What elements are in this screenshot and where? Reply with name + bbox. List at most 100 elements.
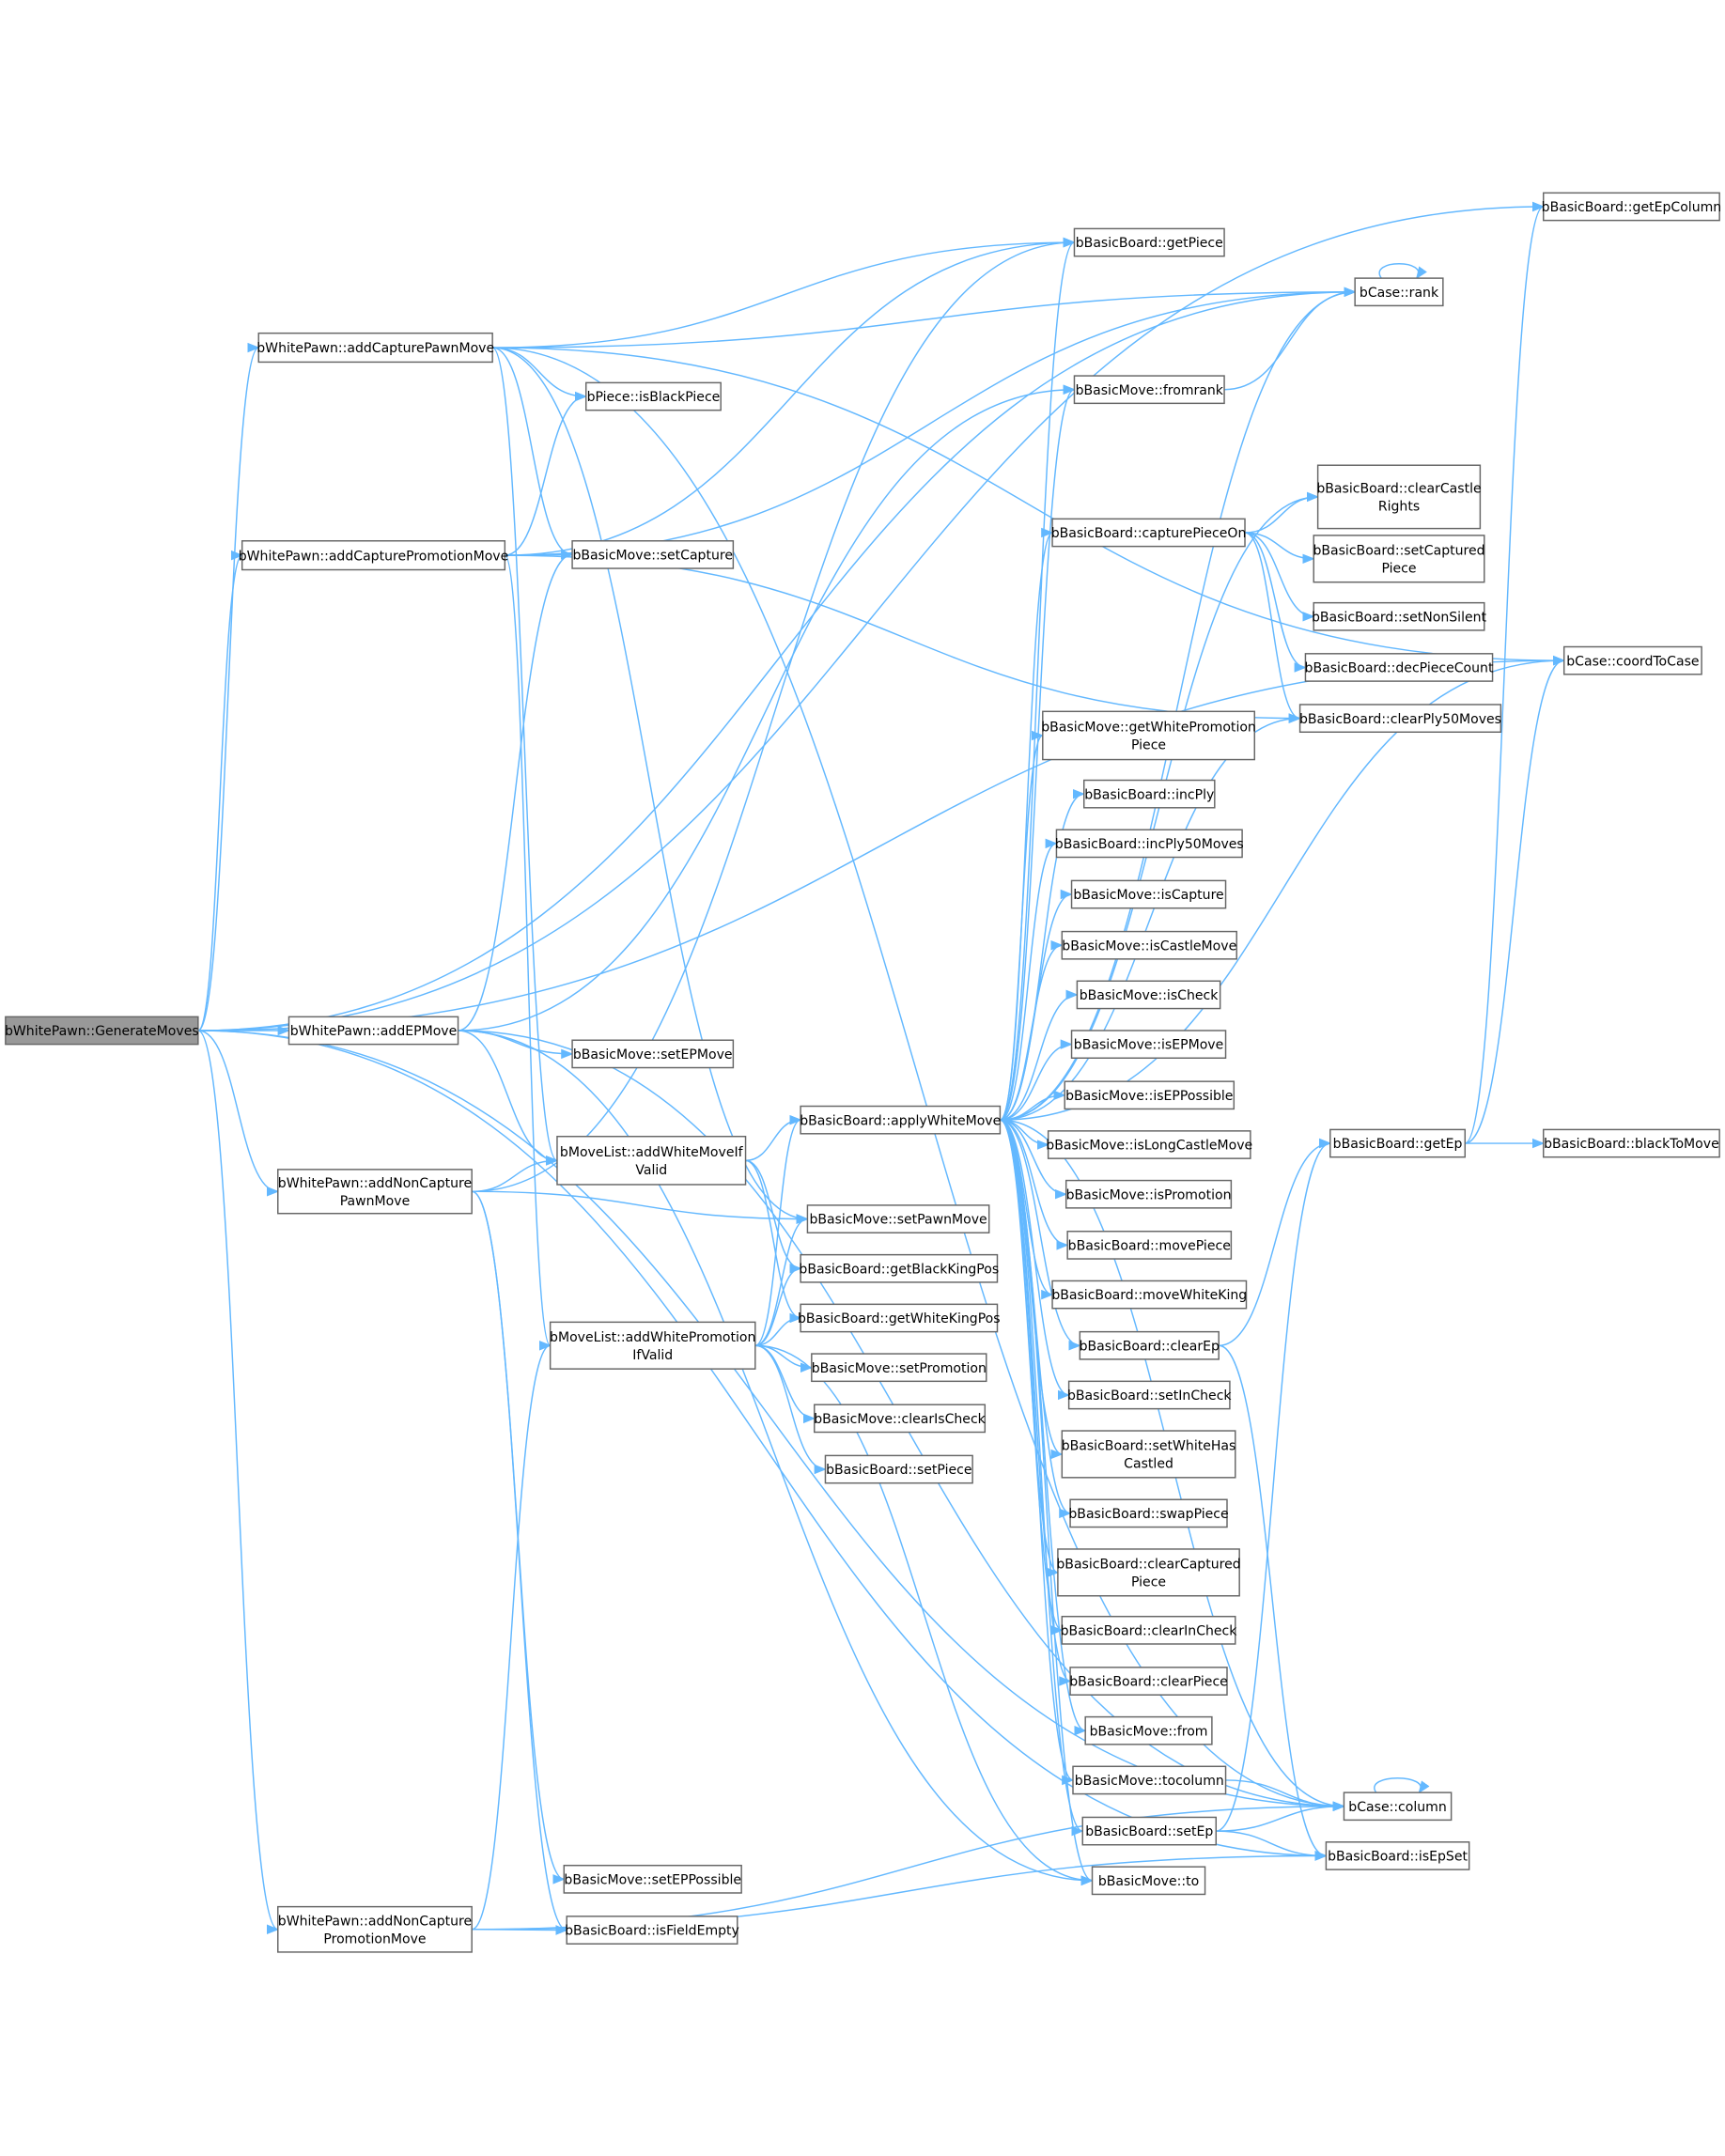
node-label: bBasicBoard::clearInCheck — [1061, 1623, 1238, 1638]
node-incPly50[interactable]: bBasicBoard::incPly50Moves — [1055, 829, 1244, 859]
edge-column-to-column — [1374, 1777, 1430, 1794]
node-tocolumn[interactable]: bBasicMove::tocolumn — [1072, 1765, 1227, 1795]
node-label: bBasicBoard::setNonSilent — [1312, 610, 1487, 625]
edge-gen-to-ancpm — [197, 1030, 280, 1197]
edge-gen-to-rank — [197, 287, 1357, 1031]
edge-acpm-to-column — [492, 347, 1345, 1811]
edge-apply-to-incPly50 — [1000, 838, 1058, 1121]
node-box — [571, 540, 735, 569]
node-moveWhiteKing[interactable]: bBasicBoard::moveWhiteKing — [1051, 1280, 1248, 1310]
node-fromrank[interactable]: bBasicMove::fromrank — [1073, 375, 1225, 405]
node-label: bBasicBoard::capturePieceOn — [1051, 526, 1247, 541]
node-label: Piece — [1381, 561, 1416, 576]
edge-ancpm-to-isFieldEmpty — [471, 1190, 568, 1935]
node-box — [1091, 1866, 1206, 1896]
node-box — [1042, 710, 1256, 761]
node-gen[interactable]: bWhitePawn::GenerateMoves — [5, 1016, 199, 1046]
node-clearEp[interactable]: bBasicBoard::clearEp — [1079, 1330, 1220, 1360]
edge-acpm-to-getPiece — [492, 237, 1076, 349]
node-box — [277, 1905, 473, 1953]
node-setPromotion[interactable]: bBasicMove::setPromotion — [811, 1353, 987, 1383]
node-box — [566, 1916, 738, 1945]
node-isFieldEmpty[interactable]: bBasicBoard::isFieldEmpty — [565, 1916, 739, 1945]
node-label: bWhitePawn::addNonCapture — [278, 1176, 472, 1191]
node-setCapture[interactable]: bBasicMove::setCapture — [571, 540, 735, 569]
node-isCastleMove[interactable]: bBasicMove::isCastleMove — [1061, 930, 1237, 960]
node-isEPMove[interactable]: bBasicMove::isEPMove — [1070, 1030, 1227, 1060]
node-box — [1313, 535, 1485, 583]
node-label: bBasicBoard::blackToMove — [1544, 1137, 1719, 1152]
edge-gen-to-acpm — [197, 343, 260, 1031]
node-clearInCheck[interactable]: bBasicBoard::clearInCheck — [1061, 1615, 1238, 1645]
node-capturePieceOn[interactable]: bBasicBoard::capturePieceOn — [1051, 518, 1247, 548]
node-label: IfValid — [632, 1348, 673, 1363]
node-from[interactable]: bBasicMove::from — [1084, 1715, 1213, 1745]
node-apply[interactable]: bBasicBoard::applyWhiteMove — [800, 1105, 1001, 1135]
node-coordToCase[interactable]: bCase::coordToCase — [1562, 645, 1702, 675]
node-label: bBasicBoard::applyWhiteMove — [800, 1113, 1001, 1128]
node-isCheck[interactable]: bBasicMove::isCheck — [1076, 980, 1221, 1010]
node-clearPiece[interactable]: bBasicBoard::clearPiece — [1069, 1667, 1228, 1696]
node-to[interactable]: bBasicMove::to — [1091, 1866, 1206, 1896]
node-acpm[interactable]: bWhitePawn::addCapturePawnMove — [256, 332, 494, 364]
node-column[interactable]: bCase::column — [1343, 1791, 1453, 1822]
edge-apply-to-isEPMove — [1000, 1039, 1073, 1121]
node-swapPiece[interactable]: bBasicBoard::swapPiece — [1068, 1498, 1229, 1528]
node-getPiece[interactable]: bBasicBoard::getPiece — [1073, 227, 1225, 257]
node-label: bBasicBoard::setWhiteHas — [1062, 1439, 1236, 1454]
node-getEpColumn[interactable]: bBasicBoard::getEpColumn — [1542, 192, 1722, 222]
node-isPromotion[interactable]: bBasicMove::isPromotion — [1065, 1179, 1233, 1209]
node-setEp[interactable]: bBasicBoard::setEp — [1081, 1816, 1218, 1846]
node-incPly[interactable]: bBasicBoard::incPly — [1082, 779, 1216, 809]
edge-gen-to-acprm — [197, 551, 244, 1031]
node-decPieceCount[interactable]: bBasicBoard::decPieceCount — [1304, 653, 1494, 682]
node-setNonSilent[interactable]: bBasicBoard::setNonSilent — [1312, 601, 1487, 631]
node-getBKP[interactable]: bBasicBoard::getBlackKingPos — [799, 1253, 999, 1283]
node-isCapture[interactable]: bBasicMove::isCapture — [1070, 879, 1227, 909]
node-label: bBasicBoard::setEp — [1085, 1824, 1213, 1839]
node-clearIsCheck[interactable]: bBasicMove::clearIsCheck — [814, 1404, 987, 1434]
edge-apply-to-fromrank — [1000, 384, 1076, 1121]
node-label: bWhitePawn::addEPMove — [290, 1024, 458, 1039]
edge-capturePieceOn-to-decPieceCount — [1244, 532, 1307, 673]
node-getWKP[interactable]: bBasicBoard::getWhiteKingPos — [798, 1303, 1001, 1333]
node-aep[interactable]: bWhitePawn::addEPMove — [288, 1016, 459, 1046]
node-label: Piece — [1131, 1574, 1166, 1590]
node-label: bBasicBoard::clearPiece — [1069, 1675, 1228, 1690]
node-rank[interactable]: bCase::rank — [1354, 277, 1444, 307]
node-isEPPossible[interactable]: bBasicMove::isEPPossible — [1064, 1080, 1235, 1110]
node-isEpSet[interactable]: bBasicBoard::isEpSet — [1325, 1841, 1470, 1870]
node-isLongCastle[interactable]: bBasicMove::isLongCastleMove — [1046, 1130, 1252, 1159]
edge-capturePieceOn-to-setCaptured — [1245, 532, 1315, 565]
node-setEPPossible[interactable]: bBasicMove::setEPPossible — [563, 1864, 742, 1894]
node-box — [1325, 1841, 1470, 1870]
node-acprm[interactable]: bWhitePawn::addCapturePromotionMove — [239, 540, 509, 571]
edge-apply-to-getWPP — [999, 730, 1045, 1121]
edges — [197, 201, 1566, 1935]
node-box — [1304, 653, 1494, 682]
node-box — [800, 1253, 999, 1283]
edge-acprm-to-awpiv — [504, 554, 552, 1351]
nodes: bWhitePawn::GenerateMovesbWhitePawn::add… — [5, 192, 1722, 1953]
node-clearPly50[interactable]: bBasicBoard::clearPly50Moves — [1298, 704, 1502, 734]
node-setEPMove[interactable]: bBasicMove::setEPMove — [571, 1039, 735, 1069]
node-movePiece[interactable]: bBasicBoard::movePiece — [1066, 1231, 1233, 1260]
edge-acprm-to-getPiece — [505, 237, 1076, 556]
node-setInCheck[interactable]: bBasicBoard::setInCheck — [1067, 1380, 1232, 1410]
node-setPawnMove[interactable]: bBasicMove::setPawnMove — [806, 1204, 990, 1233]
node-isBlack[interactable]: bPiece::isBlackPiece — [584, 381, 722, 411]
node-setPiece[interactable]: bBasicBoard::setPiece — [824, 1454, 973, 1484]
edge-aep-to-awmiv — [458, 1030, 559, 1166]
node-blackToMove[interactable]: bBasicBoard::blackToMove — [1543, 1128, 1720, 1158]
node-box — [563, 1864, 742, 1894]
node-getEp[interactable]: bBasicBoard::getEp — [1329, 1128, 1467, 1158]
